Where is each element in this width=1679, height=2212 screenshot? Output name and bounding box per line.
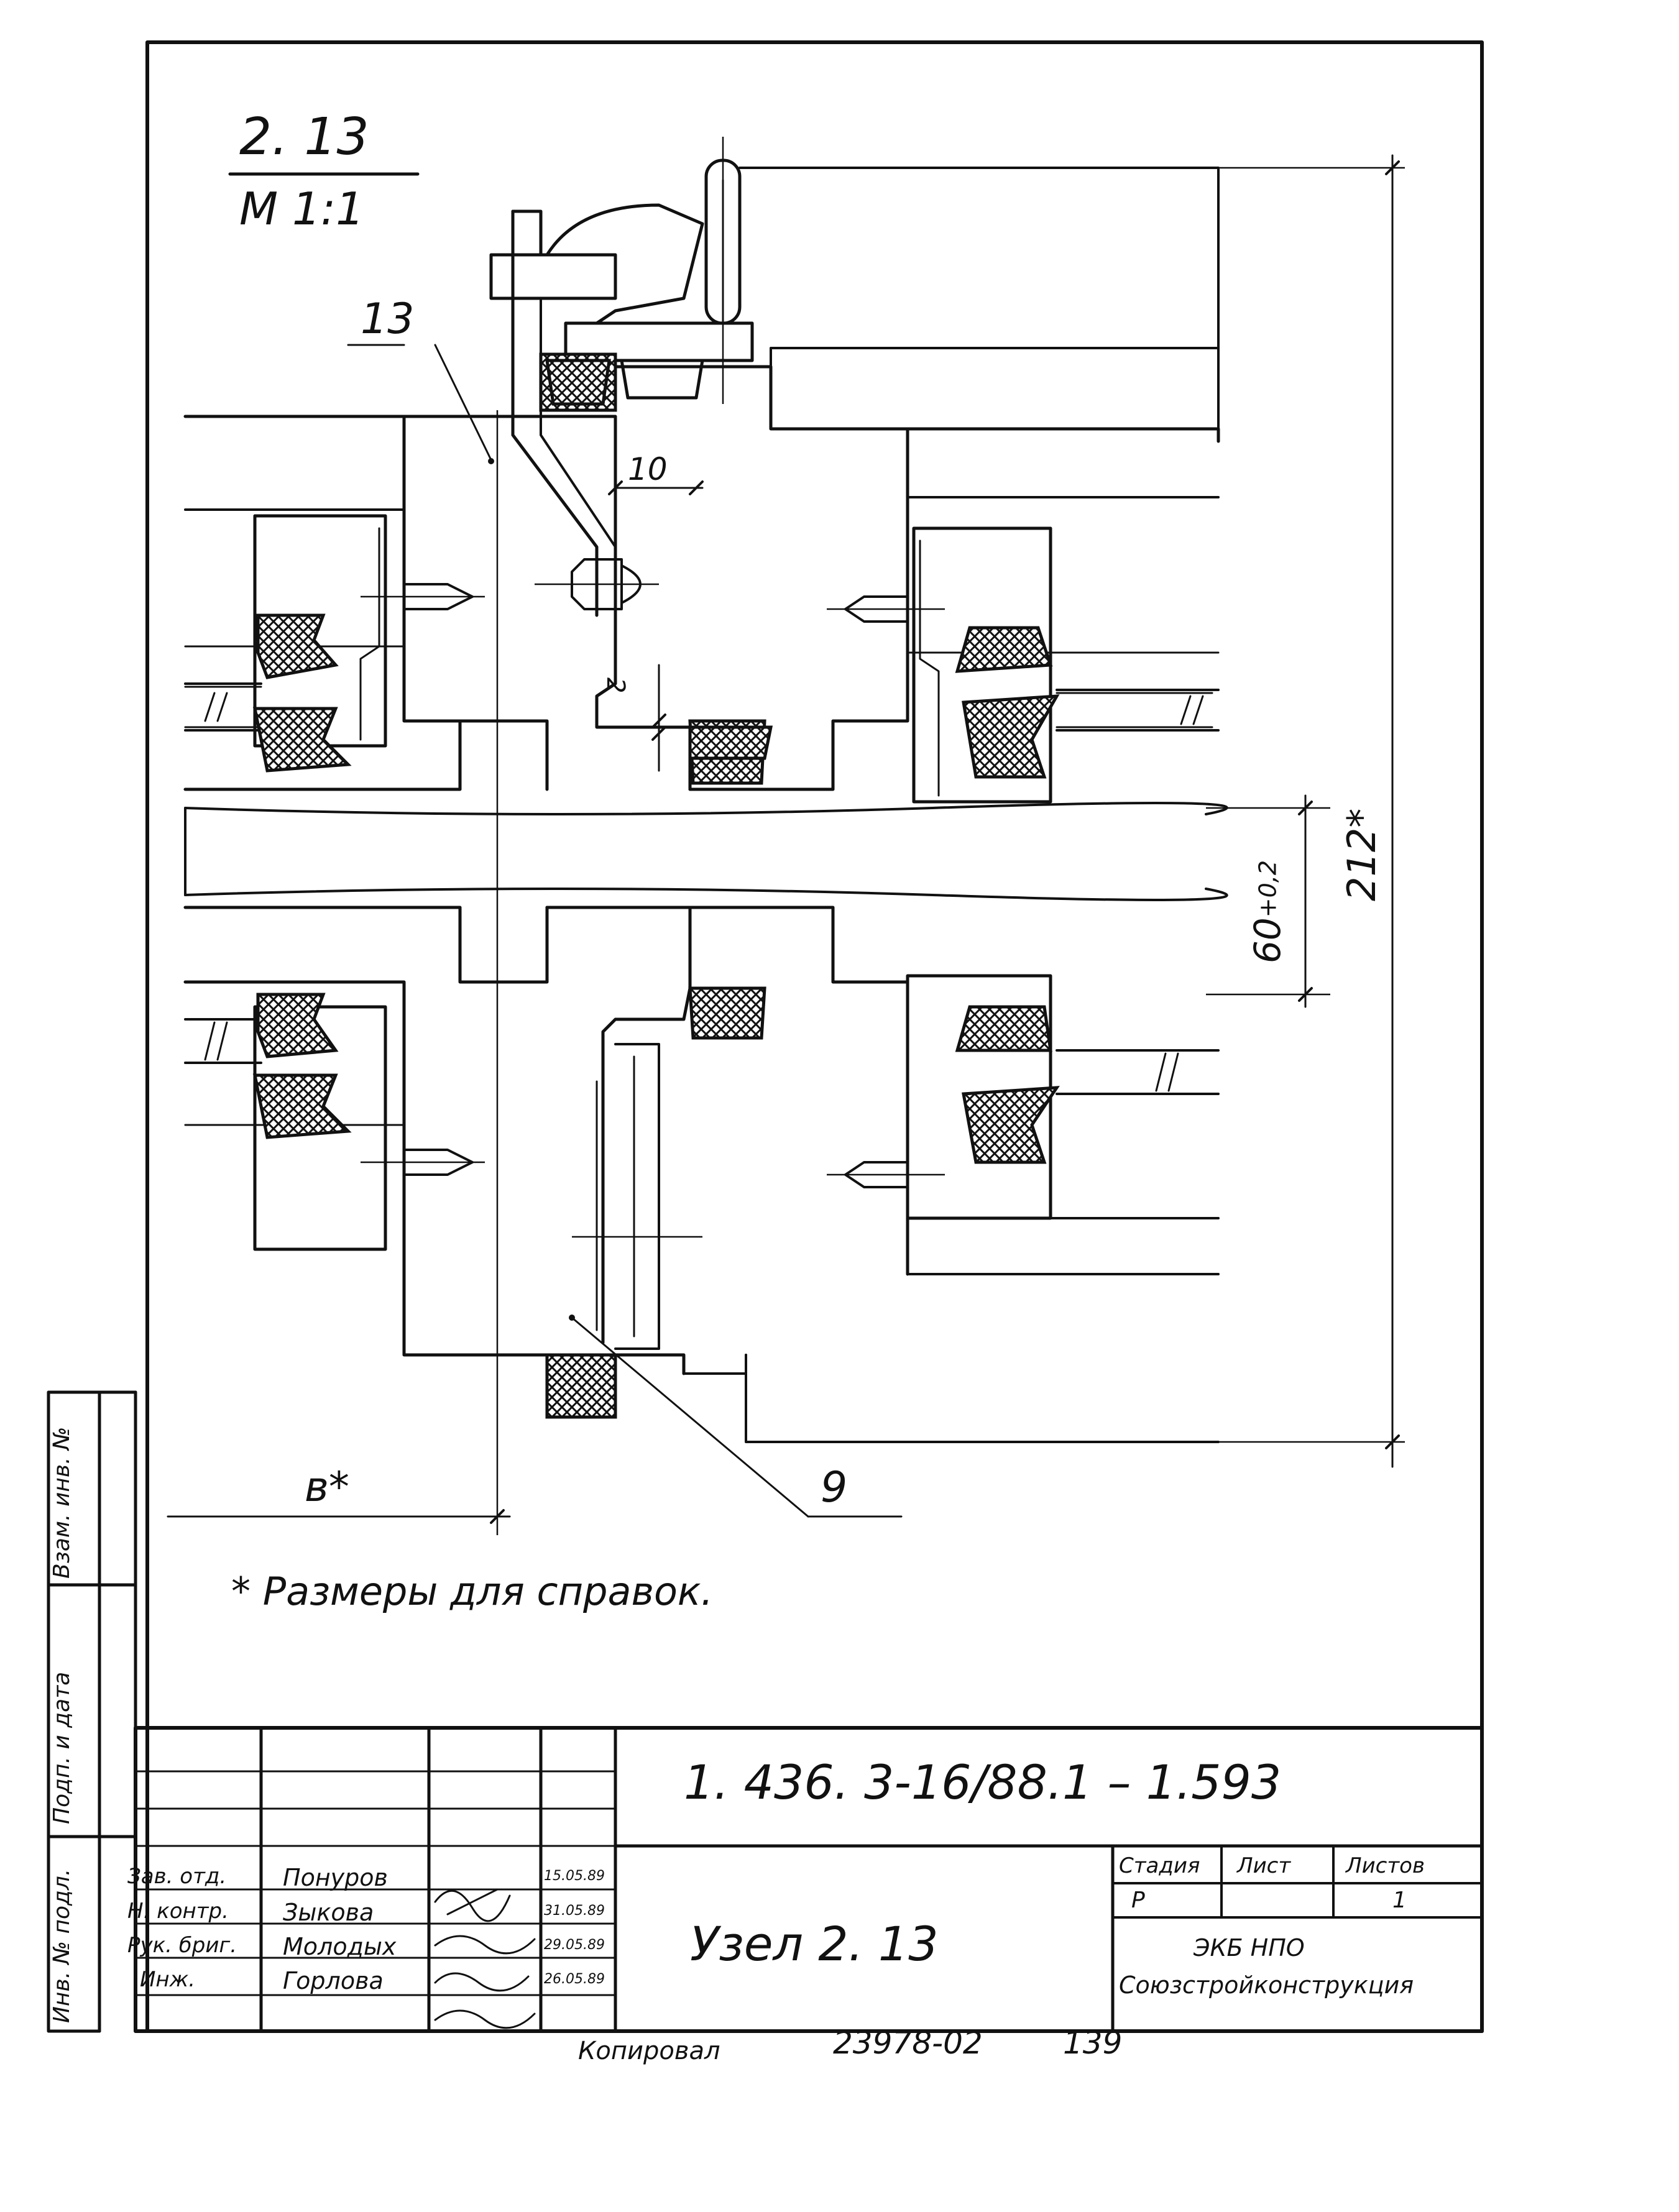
dimension-60-tolerance: +0,2 xyxy=(1254,860,1282,918)
footer-page: 139 xyxy=(1063,2025,1123,2061)
lower-seals xyxy=(252,986,1060,1419)
sheets-value: 1 xyxy=(1392,1888,1407,1913)
shaft xyxy=(184,802,1228,901)
signer-date: 26.05.89 xyxy=(544,1971,605,1987)
callout-part-9: 9 xyxy=(821,1463,848,1512)
sheets-header: Листов xyxy=(1346,1853,1425,1878)
reference-note: * Размеры для справок. xyxy=(231,1569,714,1614)
document-code: 1. 436. 3-16/88.1 – 1.593 xyxy=(684,1755,1282,1810)
dimension-b: в* xyxy=(305,1463,349,1511)
stamp-podp-data: Подп. и дата xyxy=(49,1671,75,1824)
signer-date: 29.05.89 xyxy=(544,1937,605,1953)
dimension-lines xyxy=(167,154,1405,1535)
signer-role: Рук. бриг. xyxy=(127,1933,237,1958)
upper-seals xyxy=(252,352,1060,785)
lower-fasteners xyxy=(361,1149,945,1188)
signer-name: Горлова xyxy=(283,1967,384,1994)
dimension-10: 10 xyxy=(628,451,668,487)
dimension-60-value: 60 xyxy=(1246,917,1289,963)
upper-frame-body xyxy=(183,167,1220,804)
footer-number: 23978-02 xyxy=(833,2025,983,2061)
node-scale: М 1:1 xyxy=(239,183,364,235)
stage-header: Стадия xyxy=(1119,1853,1200,1878)
organization-line-2: Союзстройконструкция xyxy=(1119,1971,1414,1999)
stamp-inv-podl: Инв. № подл. xyxy=(49,1868,75,2023)
title-block-grid xyxy=(134,1726,1484,2033)
callout-part-13: 13 xyxy=(361,295,415,344)
signer-name: Молодых xyxy=(283,1933,397,1960)
node-number: 2. 13 xyxy=(239,108,369,167)
stamp-vzam-inv: Взам. инв. № xyxy=(49,1426,75,1579)
dimension-60: 60+0,2 xyxy=(1246,860,1289,963)
stage-value: Р xyxy=(1131,1888,1145,1913)
signer-name: Понуров xyxy=(283,1864,388,1891)
signer-role: Н. контр. xyxy=(127,1899,229,1924)
signer-role: Зав. отд. xyxy=(127,1864,227,1889)
drawing-title: Узел 2. 13 xyxy=(690,1916,939,1971)
upper-fasteners xyxy=(361,583,945,623)
signer-name: Зыкова xyxy=(283,1899,374,1926)
footer-copied-by: Копировал xyxy=(578,2037,720,2065)
signer-role: Инж. xyxy=(140,1967,196,1992)
signature-scribbles xyxy=(434,1888,536,2029)
organization-line-1: ЭКБ НПО xyxy=(1194,1934,1305,1962)
handle-mechanism xyxy=(489,137,754,617)
signer-date: 31.05.89 xyxy=(544,1903,605,1919)
sheet-header: Лист xyxy=(1237,1853,1291,1878)
signer-date: 15.05.89 xyxy=(544,1868,605,1884)
dimension-212: 212* xyxy=(1339,808,1384,901)
dimension-2: 2 xyxy=(601,677,630,694)
